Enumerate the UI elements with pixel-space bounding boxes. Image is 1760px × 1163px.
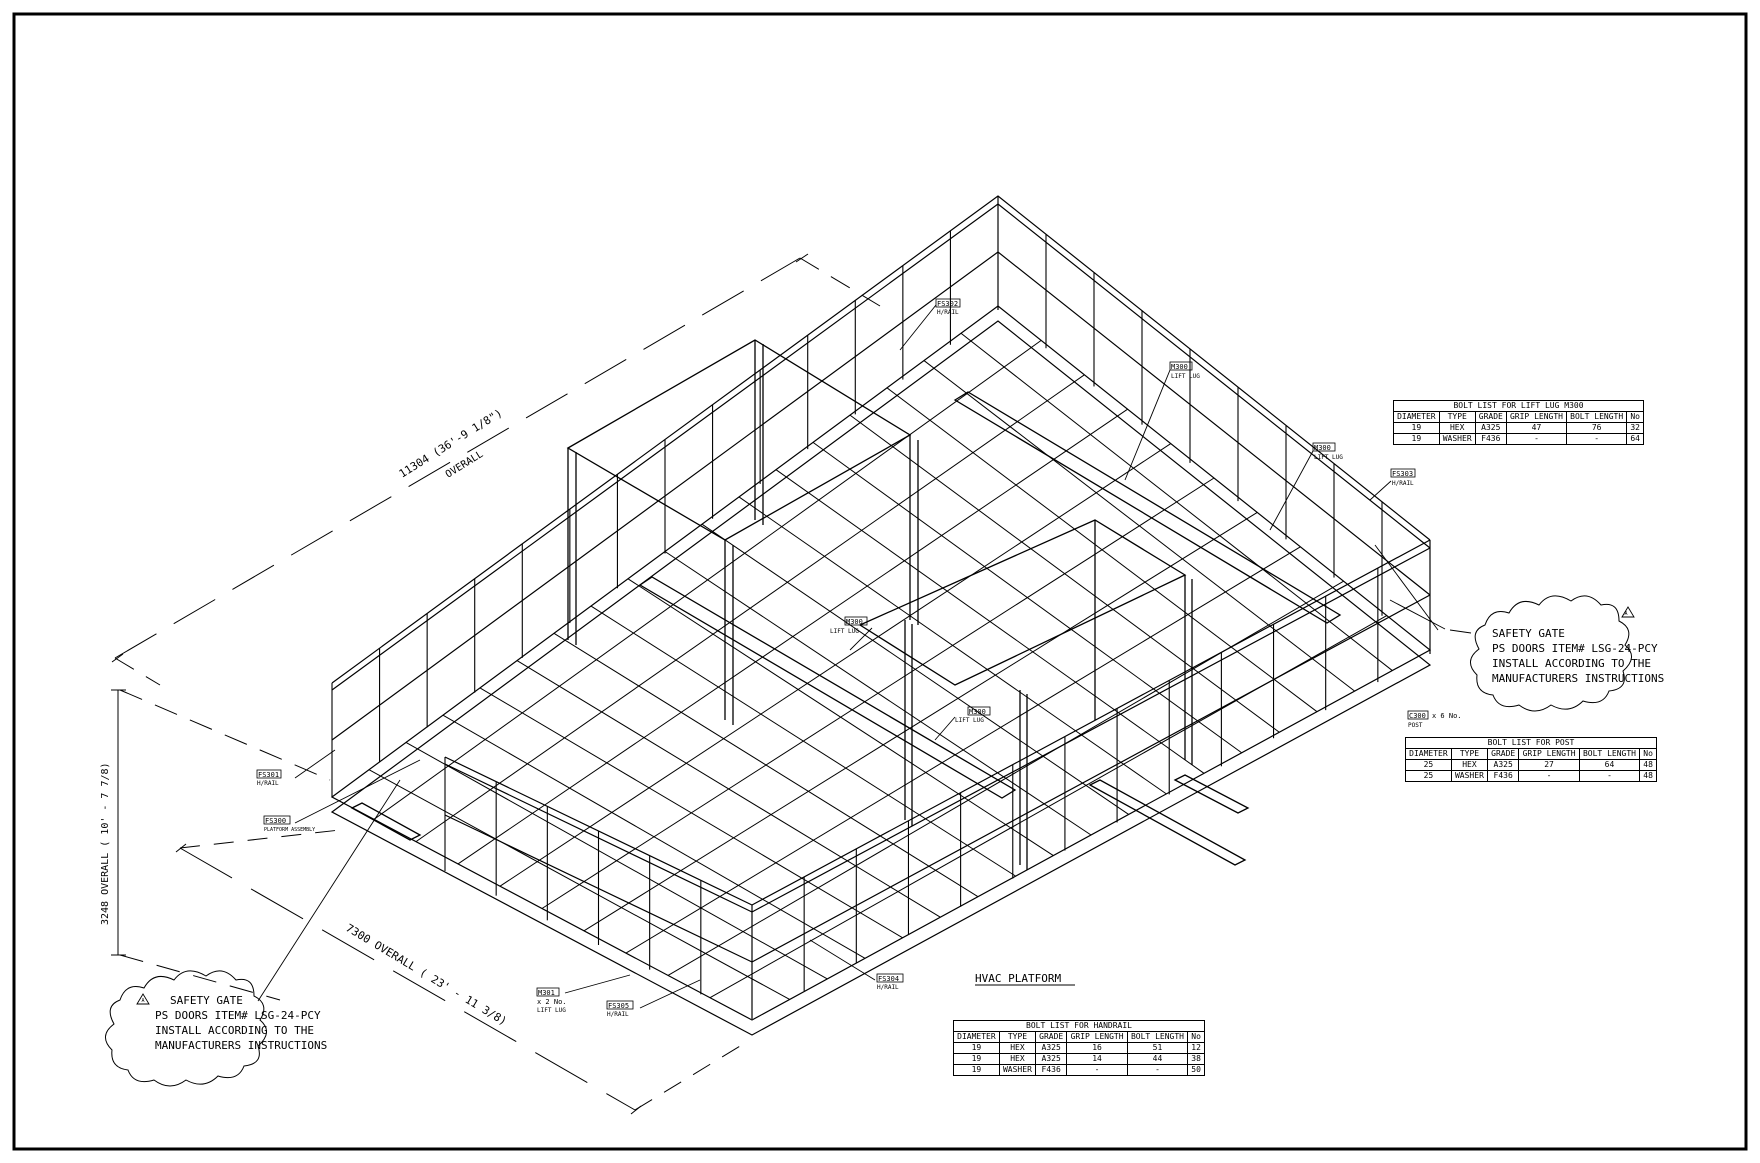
tag-labels: FS302 H/RAIL M300 LIFT LUG M300 LIFT LUG… <box>256 298 1462 1018</box>
svg-text:H/RAIL: H/RAIL <box>877 984 899 991</box>
svg-text:LIFT LUG: LIFT LUG <box>955 717 984 724</box>
svg-text:POST: POST <box>1408 722 1423 729</box>
tag-m301: M301 x 2 No. LIFT LUG <box>536 987 567 1014</box>
note-left-line-2: PS DOORS ITEM# LSG-24-PCY <box>155 1009 321 1022</box>
leader-lines <box>257 304 1472 1009</box>
svg-text:FS300: FS300 <box>265 817 286 825</box>
svg-text:FS303: FS303 <box>1392 470 1413 478</box>
rail-back-left <box>331 195 1431 684</box>
svg-text:LIFT LUG: LIFT LUG <box>830 628 859 635</box>
note-right-line-3: INSTALL ACCORDING TO THE <box>1492 657 1651 670</box>
svg-text:H/RAIL: H/RAIL <box>1392 480 1414 487</box>
tag-m300-d: M300 LIFT LUG <box>955 706 991 724</box>
svg-text:M300: M300 <box>846 618 863 626</box>
lift-frames <box>566 339 1342 870</box>
note-right-line-4: MANUFACTURERS INSTRUCTIONS <box>1492 672 1664 685</box>
bolt-table-lift-lug-title: BOLT LIST FOR LIFT LUG M300 <box>1393 400 1644 411</box>
svg-text:LIFT LUG: LIFT LUG <box>1171 373 1200 380</box>
svg-text:FS301: FS301 <box>258 771 279 779</box>
svg-text:LIFT LUG: LIFT LUG <box>537 1007 566 1014</box>
tag-fs300: FS300 PLATFORM ASSEMBLY <box>263 815 315 833</box>
svg-text:A: A <box>141 998 144 1004</box>
posts <box>331 196 1431 1019</box>
tag-fs303: FS303 H/RAIL <box>1390 468 1416 487</box>
svg-text:A: A <box>1624 611 1627 617</box>
deck-joists <box>368 332 1393 1000</box>
note-cloud-right: A SAFETY GATE PS DOORS ITEM# LSG-24-PCY … <box>1470 595 1664 712</box>
svg-text:LIFT LUG: LIFT LUG <box>1314 454 1343 461</box>
rail-front <box>444 539 1431 906</box>
svg-text:M300: M300 <box>969 708 986 716</box>
midrail-back <box>331 251 1431 741</box>
svg-text:M300: M300 <box>1314 444 1331 452</box>
svg-text:x 2 No.: x 2 No. <box>537 998 567 1006</box>
tag-fs304: FS304 H/RAIL <box>876 973 904 991</box>
drawing-title: HVAC PLATFORM <box>975 972 1061 985</box>
note-right-line-2: PS DOORS ITEM# LSG-24-PCY <box>1492 642 1658 655</box>
svg-text:H/RAIL: H/RAIL <box>257 780 279 787</box>
svg-text:H/RAIL: H/RAIL <box>937 309 959 316</box>
note-cloud-left: A SAFETY GATE PS DOORS ITEM# LSG-24-PCY … <box>105 970 327 1087</box>
base-beams <box>350 774 1250 866</box>
frame-left-top <box>566 339 912 541</box>
tag-m300-c: M300 LIFT LUG <box>830 616 868 635</box>
tag-fs302: FS302 H/RAIL <box>935 298 961 316</box>
tag-fs301: FS301 H/RAIL <box>256 769 282 787</box>
dim-width-label: 7300 OVERALL ( 23' - 11 3/8) <box>343 921 509 1028</box>
svg-text:PLATFORM ASSEMBLY: PLATFORM ASSEMBLY <box>264 827 315 833</box>
tag-fs305: FS305 H/RAIL <box>606 1000 634 1018</box>
svg-text:FS302: FS302 <box>937 300 958 308</box>
svg-text:M301: M301 <box>538 989 555 997</box>
rail-back-left-2 <box>331 203 1431 691</box>
svg-text:FS305: FS305 <box>608 1002 629 1010</box>
dim-height-label: 3248 OVERALL ( 10' - 7 7/8) <box>100 762 111 925</box>
frame-right-top <box>858 519 1187 686</box>
svg-text:x 6 No.: x 6 No. <box>1432 712 1462 720</box>
svg-text:C300: C300 <box>1409 712 1426 720</box>
note-right-line-1: SAFETY GATE <box>1492 627 1565 640</box>
dim-length-note: OVERALL <box>444 449 486 481</box>
sheet-border <box>12 12 1748 1151</box>
bolt-table-handrail-title: BOLT LIST FOR HANDRAIL <box>953 1020 1205 1031</box>
tag-c300: C300 x 6 No. POST <box>1407 710 1462 729</box>
lift-beam-lower <box>638 576 1017 799</box>
deck-outline-lower <box>330 320 1432 1036</box>
svg-text:H/RAIL: H/RAIL <box>607 1011 629 1018</box>
tag-m300-a: M300 LIFT LUG <box>1169 361 1200 380</box>
midrail-front <box>444 594 1431 963</box>
svg-text:FS304: FS304 <box>878 975 899 983</box>
bolt-table-post-title: BOLT LIST FOR POST <box>1405 737 1657 748</box>
tag-m300-b: M300 LIFT LUG <box>1312 442 1343 461</box>
lift-beam-upper <box>953 391 1342 624</box>
dimensions <box>111 253 881 1115</box>
note-left-line-3: INSTALL ACCORDING TO THE <box>155 1024 314 1037</box>
svg-text:M300: M300 <box>1171 363 1188 371</box>
dim-width-line <box>179 847 636 1111</box>
note-left-line-4: MANUFACTURERS INSTRUCTIONS <box>155 1039 327 1052</box>
note-left-line-1: SAFETY GATE <box>170 994 243 1007</box>
